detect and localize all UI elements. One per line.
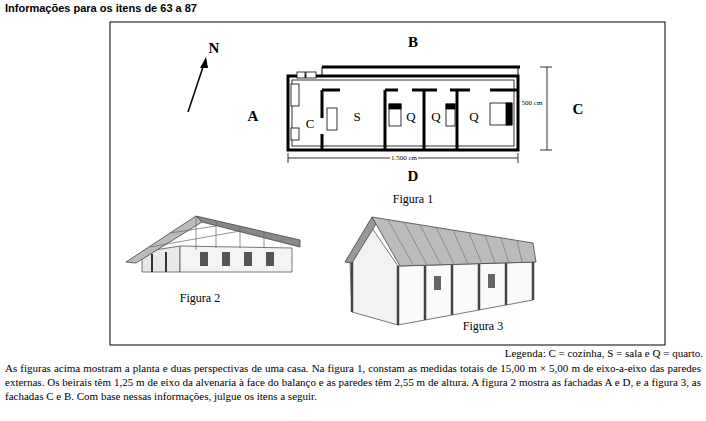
north-arrow	[188, 57, 208, 112]
heading: Informações para os itens de 63 a 87	[5, 2, 197, 14]
perspective-figure-2	[126, 216, 300, 272]
room-label: C	[305, 117, 316, 131]
legend-note: Legenda: C = cozinha, S = sala e Q = qua…	[505, 347, 703, 359]
room-label: Q	[405, 110, 416, 124]
room-label: Q	[468, 110, 479, 124]
dimension-lines	[288, 67, 552, 163]
floor-plan	[288, 67, 520, 150]
facade-label: A	[248, 108, 259, 125]
frame	[110, 22, 665, 345]
facade-label: B	[408, 34, 418, 51]
perspective-figure-3	[345, 217, 536, 325]
figure-label: Figura 1	[393, 193, 433, 206]
room-label: S	[352, 110, 361, 124]
figure-label: Figura 2	[180, 292, 220, 305]
north-label: N	[209, 40, 220, 57]
figure-label: Figura 3	[463, 320, 503, 333]
dimension-label: 500 cm	[521, 100, 544, 108]
room-label: Q	[430, 110, 441, 124]
caption: As figuras acima mostram a planta e duas…	[5, 361, 701, 403]
facade-label: D	[408, 168, 419, 185]
facade-label: C	[573, 101, 584, 118]
dimension-label: 1.500 cm	[390, 155, 418, 163]
